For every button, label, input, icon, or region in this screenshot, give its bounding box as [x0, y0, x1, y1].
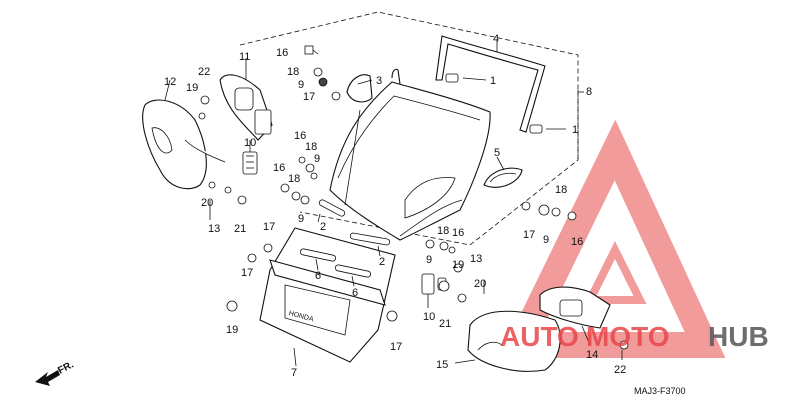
callout-15: 15 [436, 359, 448, 371]
screen-strip-left [318, 199, 346, 217]
callout-1-upper: 1 [490, 75, 496, 87]
callout-16-right: 16 [452, 227, 464, 239]
callout-labels: 1 1 2 2 3 4 5 6 6 7 8 9 9 9 9 9 10 10 11… [164, 33, 626, 379]
callout-22-top: 22 [198, 66, 210, 78]
watermark-text-moto: MOTO [586, 321, 669, 352]
windscreen-trim [435, 35, 546, 133]
callout-9-low: 9 [298, 213, 304, 225]
callout-17-left: 17 [263, 221, 275, 233]
callout-18-top: 18 [287, 66, 299, 78]
callout-10-left: 10 [244, 137, 256, 149]
callout-16-top: 16 [276, 47, 288, 59]
rubber-strip-left [299, 248, 337, 262]
callout-1-lower: 1 [572, 124, 578, 136]
callout-18-mid: 18 [305, 141, 317, 153]
callout-17-top: 17 [303, 91, 315, 103]
side-reflector-left [242, 151, 258, 175]
callout-13-right: 13 [470, 253, 482, 265]
callout-19-top: 19 [186, 82, 198, 94]
callout-21-left: 21 [234, 223, 246, 235]
callout-6-right: 6 [352, 287, 358, 299]
watermark-logo [499, 119, 726, 358]
callout-9-mid: 9 [314, 153, 320, 165]
callout-9-right: 9 [426, 254, 432, 266]
watermark-text-hub: HUB [708, 321, 769, 352]
mirror-mount [219, 74, 273, 141]
callout-21-right: 21 [439, 318, 451, 330]
front-direction-indicator: FR. [35, 359, 76, 386]
lower-cowl: HONDA [259, 227, 396, 363]
callout-20-left: 20 [201, 197, 213, 209]
rubber-strip-right [334, 264, 372, 278]
callout-8: 8 [586, 86, 592, 98]
clip-upper [445, 73, 459, 83]
callout-18-far: 18 [555, 184, 567, 196]
watermark-triangle-icon [499, 119, 726, 358]
grommet [346, 74, 373, 103]
callout-17-bottom: 17 [390, 341, 402, 353]
left-mirror-housing [142, 99, 226, 190]
callout-9-far: 9 [543, 234, 549, 246]
callout-3: 3 [376, 75, 382, 87]
clip-lower [529, 124, 543, 134]
vent-duct [483, 167, 523, 188]
callout-2-left: 2 [320, 221, 326, 233]
callout-17-right: 17 [523, 229, 535, 241]
callout-7: 7 [291, 367, 297, 379]
callout-16-far: 16 [571, 236, 583, 248]
callout-22-bottom: 22 [614, 364, 626, 376]
watermark-triangle-inner-icon [583, 241, 647, 304]
fasteners [198, 45, 629, 350]
callout-6-left: 6 [315, 270, 321, 282]
callout-19-low: 19 [226, 324, 238, 336]
callout-16-left: 16 [273, 162, 285, 174]
callout-2-right: 2 [379, 256, 385, 268]
drawing-code: MAJ3-F3700 [634, 386, 686, 396]
callout-16-mid: 16 [294, 130, 306, 142]
front-direction-label: FR. [56, 359, 76, 376]
right-mirror-housing [467, 310, 561, 372]
callout-5: 5 [494, 147, 500, 159]
right-mirror-mount [539, 286, 611, 329]
screen-strip-right [349, 232, 391, 246]
callout-4: 4 [493, 33, 499, 45]
callout-19-right: 19 [452, 259, 464, 271]
watermark-text-auto: AUTO [500, 321, 579, 352]
leader-lines [164, 40, 623, 367]
callout-18-right: 18 [437, 225, 449, 237]
windscreen [329, 68, 491, 241]
callout-18-low: 18 [288, 173, 300, 185]
callout-17-low: 17 [241, 267, 253, 279]
callout-14: 14 [586, 349, 598, 361]
callout-20-right: 20 [474, 278, 486, 290]
front-arrow-icon [35, 370, 60, 386]
watermark-wordmark: AUTO MOTO HUB [500, 321, 769, 352]
callout-9-top: 9 [298, 79, 304, 91]
callout-13-left: 13 [208, 223, 220, 235]
assembly-frame [239, 11, 579, 246]
callout-10-right: 10 [423, 311, 435, 323]
callout-11: 11 [239, 51, 250, 63]
callout-12: 12 [164, 76, 176, 88]
